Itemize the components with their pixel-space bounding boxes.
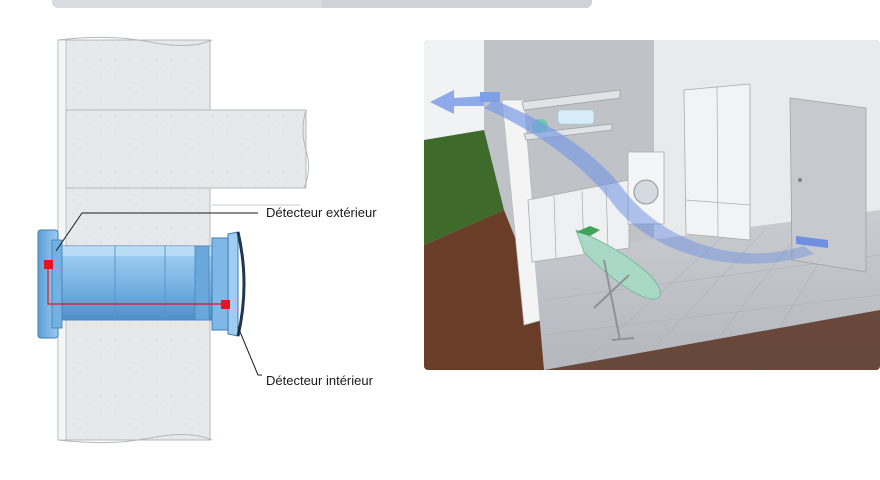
outdoor-sensor-label: Détecteur extérieur (266, 205, 377, 220)
laundry-room-illustration (424, 40, 880, 370)
outer-vent-unit (480, 92, 500, 102)
top-bar-decoration (52, 0, 592, 8)
outer-flange (37, 229, 63, 339)
outdoor-sensor-leader (55, 212, 258, 252)
wall-vent-cross-section (37, 36, 310, 444)
ventilation-pipe (57, 245, 219, 321)
indoor-sensor-leader (237, 326, 262, 376)
indoor-sensor-marker (221, 300, 230, 309)
soil (424, 210, 544, 370)
sensor-wiring (44, 260, 230, 309)
wall (57, 36, 213, 444)
door (789, 97, 867, 273)
tall-cabinet (683, 83, 751, 241)
inner-vent-unit (796, 236, 828, 248)
laundry-cabinets (527, 179, 630, 263)
towels (557, 109, 595, 125)
iron (576, 226, 600, 236)
shelf (521, 89, 621, 111)
outdoor-sensor-marker (44, 260, 53, 269)
floor-slab (65, 109, 310, 206)
ironing-board (575, 226, 661, 341)
inner-cover (211, 231, 246, 337)
airflow (430, 90, 814, 264)
indoor-sensor-label: Détecteur intérieur (266, 373, 373, 388)
grass (424, 130, 504, 245)
